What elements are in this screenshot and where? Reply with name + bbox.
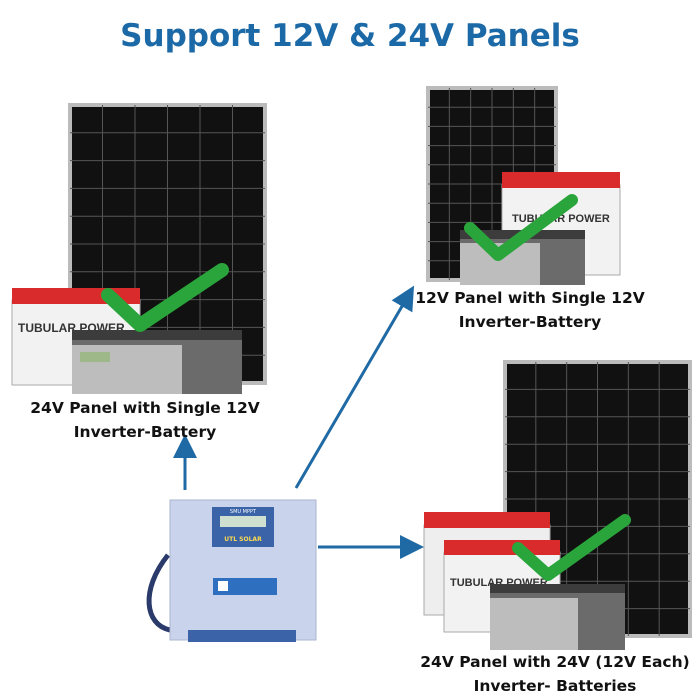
inverter-bottom-right [490, 584, 625, 650]
config-label-top-right: 12V Panel with Single 12V Inverter-Batte… [400, 286, 660, 334]
controller-model-text: SMU MPPT [230, 509, 257, 515]
inverter-left [72, 330, 242, 394]
check-icon [101, 263, 229, 332]
page-title: Support 12V & 24V Panels [120, 18, 580, 54]
check-icon [512, 514, 631, 581]
config-label-left: 24V Panel with Single 12V Inverter-Batte… [20, 396, 270, 444]
config-label-bottom-right: 24V Panel with 24V (12V Each) Inverter- … [410, 650, 700, 698]
label-line-2: Inverter- Batteries [473, 677, 637, 695]
label-line-2: Inverter-Battery [73, 423, 217, 441]
label-line-1: 24V Panel with 24V (12V Each) [420, 653, 690, 671]
controller-brand-text: UTL SOLAR [224, 536, 262, 543]
label-line-1: 12V Panel with Single 12V [415, 289, 645, 307]
label-line-2: Inverter-Battery [458, 313, 602, 331]
label-line-1: 24V Panel with Single 12V [30, 399, 260, 417]
check-icon [464, 194, 578, 261]
solar-charge-controller: SMU MPPT UTL SOLAR [146, 499, 317, 642]
arrow-diagonal [294, 285, 415, 489]
